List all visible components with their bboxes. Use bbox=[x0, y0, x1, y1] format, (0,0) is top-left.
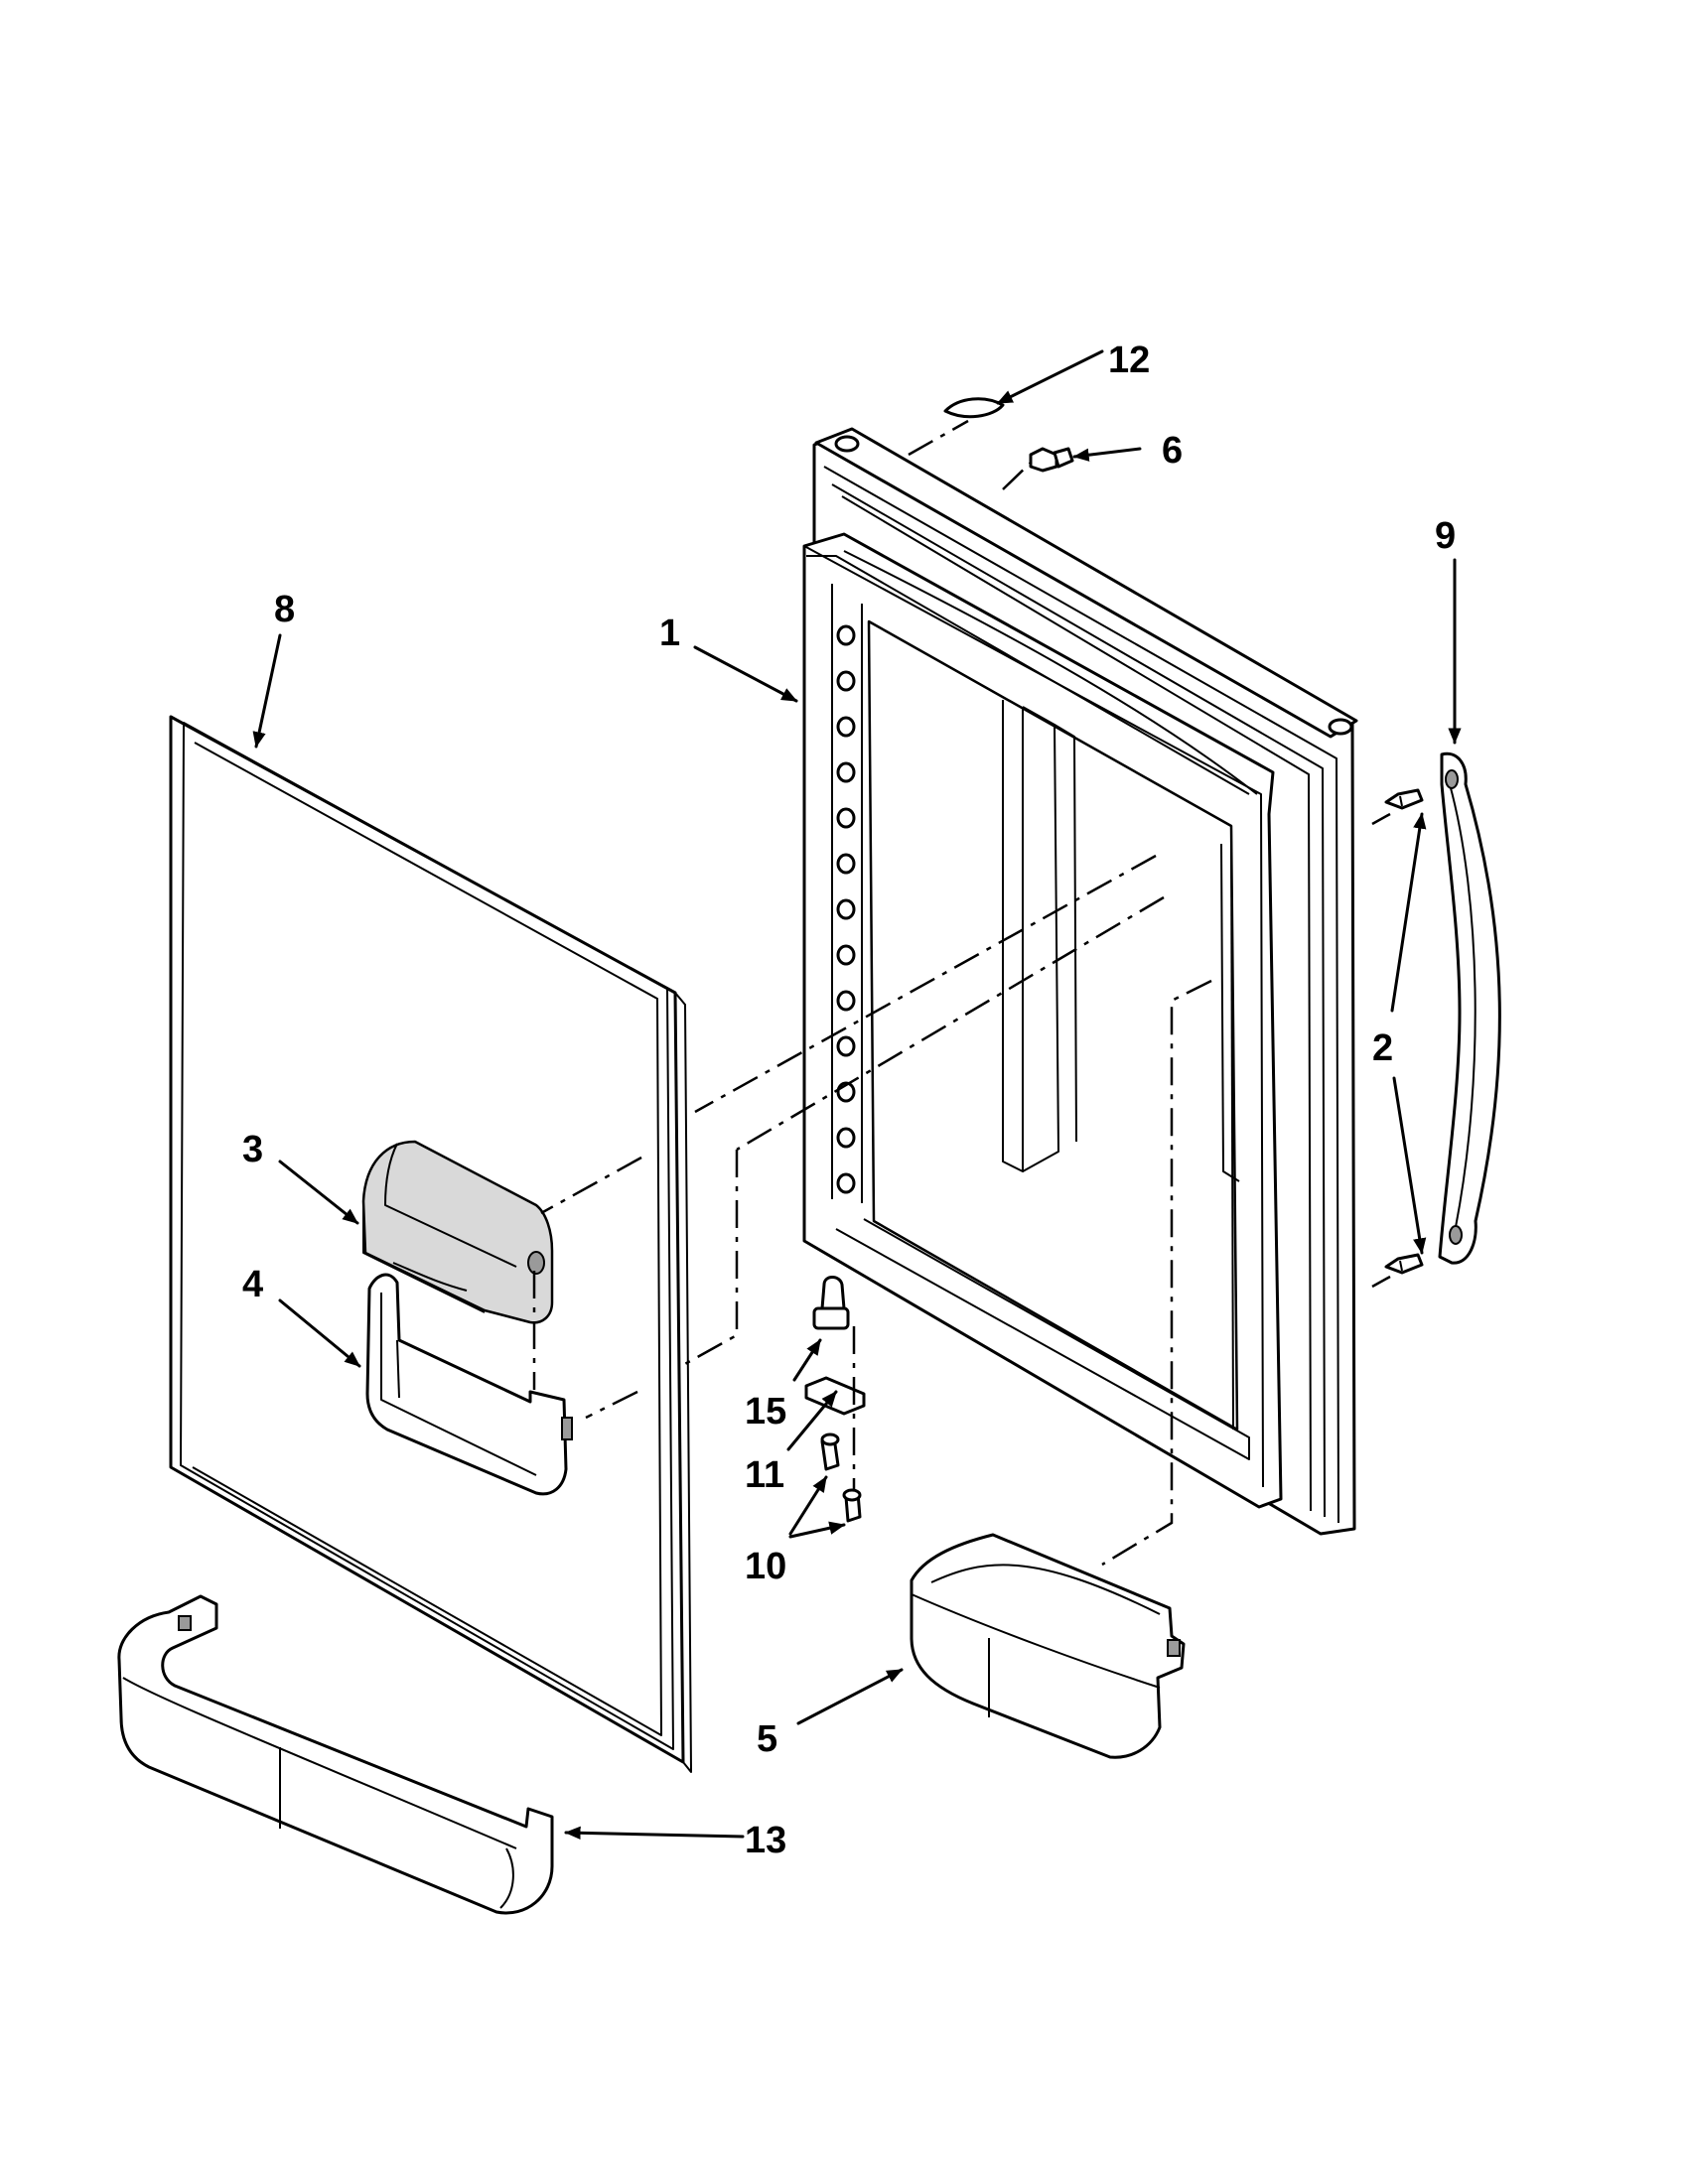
hinge-pin-part-15 bbox=[812, 1276, 850, 1330]
callout-1: 1 bbox=[659, 613, 680, 654]
screw-part-10-lower bbox=[842, 1488, 862, 1523]
callout-4: 4 bbox=[242, 1264, 263, 1305]
shelf-boss bbox=[836, 716, 856, 738]
shelf-boss bbox=[836, 807, 856, 829]
callout-6: 6 bbox=[1162, 430, 1183, 472]
door-bin-part-13 bbox=[117, 1594, 554, 1915]
shelf-boss-column bbox=[836, 624, 856, 1194]
shelf-boss bbox=[836, 1127, 856, 1149]
screw-part-2-lower bbox=[1384, 1253, 1424, 1275]
callout-2: 2 bbox=[1372, 1027, 1393, 1069]
shelf-boss bbox=[836, 990, 856, 1012]
shelf-boss bbox=[836, 761, 856, 783]
alignment-lines bbox=[532, 419, 1391, 1567]
callout-9: 9 bbox=[1435, 515, 1456, 557]
shelf-boss bbox=[836, 624, 856, 646]
shelf-boss bbox=[836, 853, 856, 875]
door-handle-part-9 bbox=[1438, 751, 1501, 1265]
plug-part-12 bbox=[943, 397, 1005, 419]
callout-8: 8 bbox=[274, 589, 295, 630]
screw-part-10-upper bbox=[820, 1433, 840, 1471]
shelf-boss bbox=[836, 670, 856, 692]
callout-15: 15 bbox=[745, 1391, 786, 1433]
dispenser-tray-part-4 bbox=[365, 1273, 573, 1496]
callout-11: 11 bbox=[745, 1454, 784, 1496]
door-bin-part-5 bbox=[910, 1533, 1186, 1759]
door-liner-part-1 bbox=[802, 427, 1358, 1536]
screw-part-2-upper bbox=[1384, 788, 1424, 810]
bracket-part-11 bbox=[804, 1376, 866, 1416]
callout-12: 12 bbox=[1108, 340, 1150, 381]
callout-5: 5 bbox=[757, 1718, 777, 1760]
callout-3: 3 bbox=[242, 1129, 263, 1170]
dispenser-cover-part-3 bbox=[361, 1140, 554, 1324]
shelf-boss bbox=[836, 944, 856, 966]
shelf-boss bbox=[836, 1035, 856, 1057]
callout-labels: 12 6 9 1 8 2 3 4 15 11 10 5 13 bbox=[242, 340, 1456, 1861]
shelf-boss bbox=[836, 898, 856, 920]
shelf-boss bbox=[836, 1172, 856, 1194]
callout-13: 13 bbox=[745, 1820, 786, 1861]
screw-part-6 bbox=[1029, 447, 1074, 473]
callout-10: 10 bbox=[745, 1546, 786, 1587]
leader-arrows bbox=[252, 349, 1462, 1840]
